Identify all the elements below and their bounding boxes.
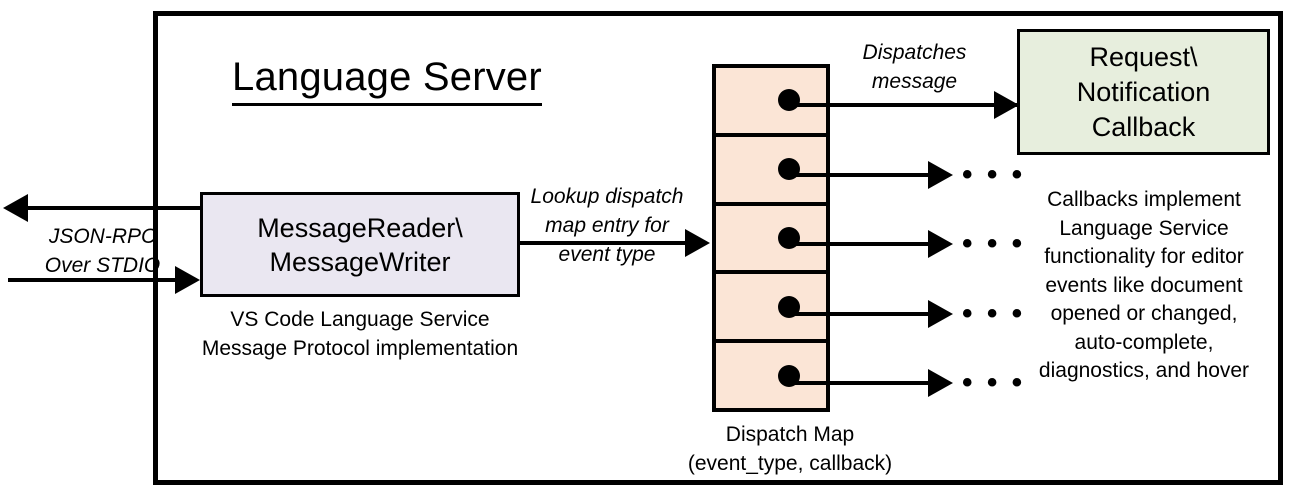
request-notification-callback-box[interactable]: Request\ Notification Callback [1017,29,1270,155]
callback-desc-line-5: opened or changed, [1050,302,1238,325]
transport-label-line-2: Over STDIO [44,254,161,277]
lookup-label-line-2: map entry for [545,214,669,237]
dispatch-row-5-arrowhead [928,369,953,397]
dispatches-label-line-2: message [871,70,958,93]
dispatch-row-2-arrowhead [928,161,953,189]
callback-desc-line-3: functionality for editor [1044,245,1244,268]
reader-caption-line-2: Message Protocol implementation [201,337,519,360]
message-reader-writer-caption: VS Code Language Service Message Protoco… [190,305,530,363]
dispatch-row-1-arrowhead [994,91,1019,119]
callback-desc-line-4: events like document [1045,273,1243,297]
message-writer-line: MessageWriter [269,246,451,277]
dispatch-map-row-2[interactable] [716,137,826,206]
dispatch-row-5-ellipsis: • • • [962,366,1026,399]
callback-line-1: Request\ [1089,41,1198,72]
language-server-boundary [153,11,1283,485]
callback-desc-line-1: Callbacks implement [1047,188,1241,211]
dispatch-map-row-5[interactable] [716,343,826,408]
dispatch-row-1-line [790,103,1020,107]
dispatch-row-2-ellipsis: • • • [962,158,1026,191]
dispatch-row-3-ellipsis: • • • [962,227,1026,260]
inbound-transport-line [8,278,178,282]
lookup-dispatch-line [520,241,687,245]
transport-label-line-1: JSON-RPC [48,225,157,248]
reader-caption-line-1: VS Code Language Service [230,308,490,331]
message-reader-writer-box[interactable]: MessageReader\ MessageWriter [200,192,520,297]
inbound-transport-arrowhead [175,266,200,294]
dispatch-row-5-line [790,381,945,385]
dispatch-row-4-line [790,312,945,316]
dispatch-row-4-ellipsis: • • • [962,297,1026,330]
lookup-label-line-3: event type [558,243,656,266]
callback-description: Callbacks implement Language Service fun… [1013,186,1275,386]
outbound-transport-line [28,206,203,210]
callback-desc-line-2: Language Service [1059,216,1229,240]
dispatches-message-label: Dispatches message [832,38,997,96]
callback-box-label: Request\ Notification Callback [1077,40,1211,145]
outbound-transport-arrowhead [3,194,28,222]
callback-desc-line-7: diagnostics, and hover [1038,359,1250,382]
lookup-label-line-1: Lookup dispatch [530,185,684,208]
dispatch-map-row-4[interactable] [716,274,826,344]
dispatch-map-caption-line-1: Dispatch Map [725,423,855,446]
callback-line-2: Notification [1076,76,1211,107]
dispatch-map-caption: Dispatch Map (event_type, callback) [650,420,930,478]
message-reader-line: MessageReader\ [257,212,463,243]
diagram-title: Language Server [232,52,542,106]
message-reader-writer-label: MessageReader\ MessageWriter [257,211,463,279]
dispatch-row-3-line [790,242,945,246]
lookup-dispatch-label: Lookup dispatch map entry for event type [512,182,702,269]
dispatches-label-line-1: Dispatches [862,41,967,64]
callback-line-3: Callback [1091,111,1196,142]
dispatch-map-caption-line-2: (event_type, callback) [687,452,893,475]
transport-protocol-label: JSON-RPC Over STDIO [20,222,185,280]
dispatch-map-table[interactable] [712,64,830,412]
dispatch-map-row-3[interactable] [716,206,826,275]
dispatch-entry-dot-icon [778,89,800,112]
dispatch-row-4-arrowhead [928,300,953,328]
lookup-dispatch-arrowhead [685,229,710,257]
callback-desc-line-6: auto-complete, [1074,330,1214,354]
dispatch-row-2-line [790,173,945,177]
dispatch-row-3-arrowhead [928,230,953,258]
